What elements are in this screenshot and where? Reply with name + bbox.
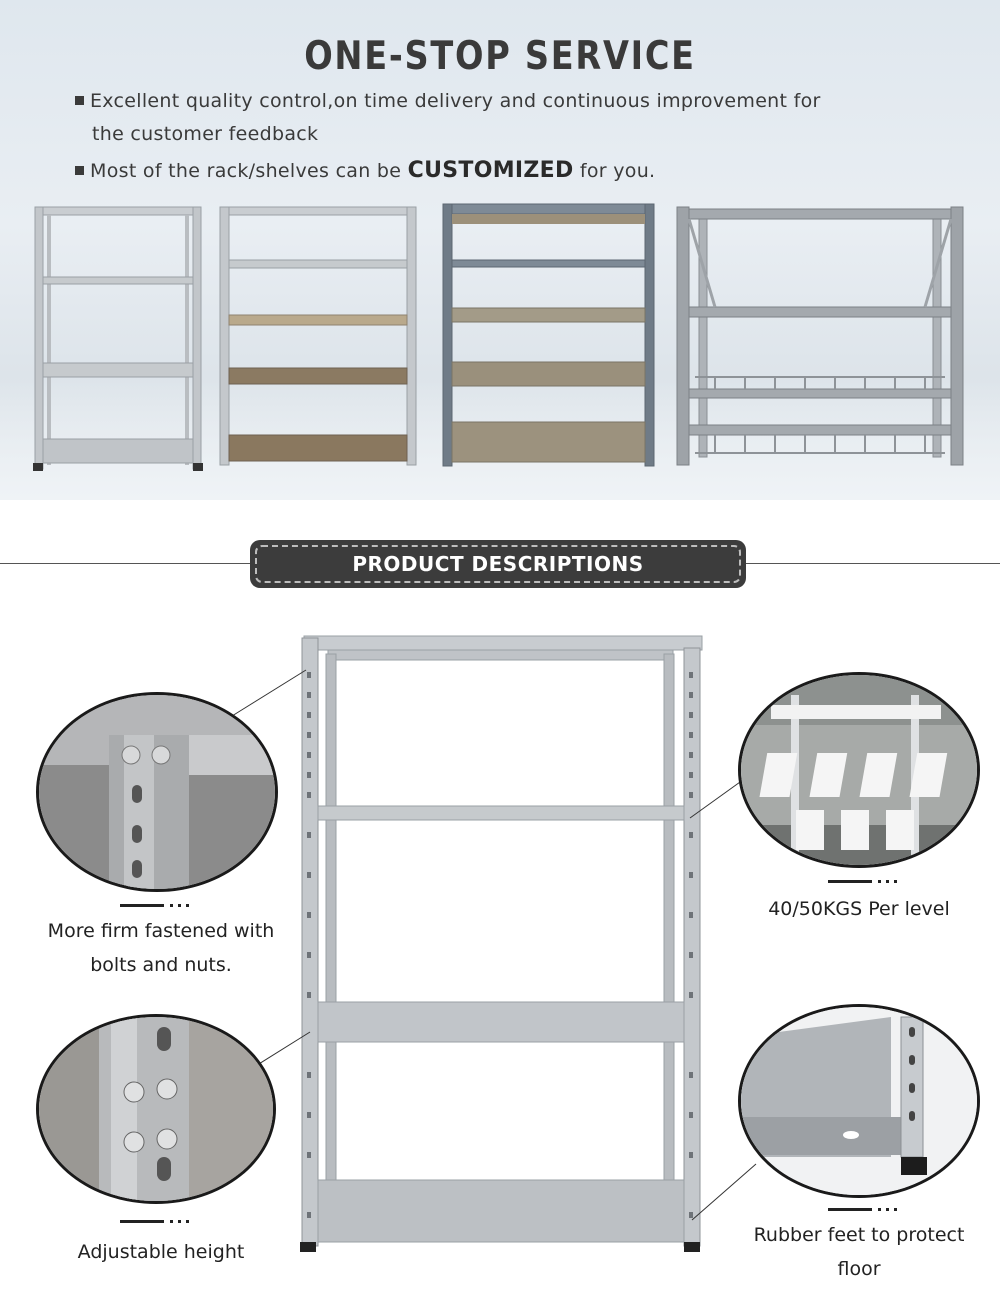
- adjustable-caption: Adjustable height: [77, 1241, 245, 1263]
- feet-closeup-image: [741, 1007, 977, 1195]
- dashed-border: [255, 545, 741, 583]
- banner-title: ONE-STOP SERVICE: [304, 34, 696, 79]
- divider-dash-icon: [120, 902, 192, 908]
- bullet-quality-continued: the customer feedback: [92, 123, 319, 145]
- divider-dash-icon: [828, 878, 900, 884]
- connector-line-bolts: [231, 669, 307, 717]
- bullet-quality: Excellent quality control,on time delive…: [75, 90, 821, 112]
- divider-dash-icon: [120, 1218, 192, 1224]
- connector-line-feet: [691, 1163, 757, 1221]
- feet-caption: Rubber feet to protect floor: [753, 1224, 965, 1280]
- product-descriptions-header: PRODUCT DESCRIPTIONS: [250, 540, 746, 588]
- adjustable-closeup-image: [39, 1017, 273, 1201]
- square-bullet-icon: [75, 166, 84, 175]
- adjustable-closeup-circle: [36, 1014, 276, 1204]
- section-title: PRODUCT DESCRIPTIONS: [352, 552, 644, 576]
- bolts-closeup-circle: [36, 692, 278, 892]
- rack-image-wire-decking: [676, 206, 964, 466]
- main-product-rack-image: [300, 635, 703, 1252]
- bolts-caption: More firm fastened with bolts and nuts.: [47, 920, 275, 976]
- load-closeup-image: [741, 675, 977, 865]
- bolts-closeup-image: [39, 695, 275, 889]
- rack-image-dark-frame-shelves: [442, 203, 655, 467]
- load-closeup-circle: [738, 672, 980, 868]
- rack-image-board-shelves: [219, 206, 417, 466]
- rack-image-metal-shelves: [33, 206, 203, 471]
- one-stop-service-banner: ONE-STOP SERVICE Excellent quality contr…: [0, 0, 1000, 500]
- divider-dash-icon: [828, 1206, 900, 1212]
- load-caption: 40/50KGS Per level: [768, 898, 950, 920]
- feet-closeup-circle: [738, 1004, 980, 1198]
- bullet-customized: Most of the rack/shelves can be CUSTOMIZ…: [75, 158, 655, 183]
- square-bullet-icon: [75, 96, 84, 105]
